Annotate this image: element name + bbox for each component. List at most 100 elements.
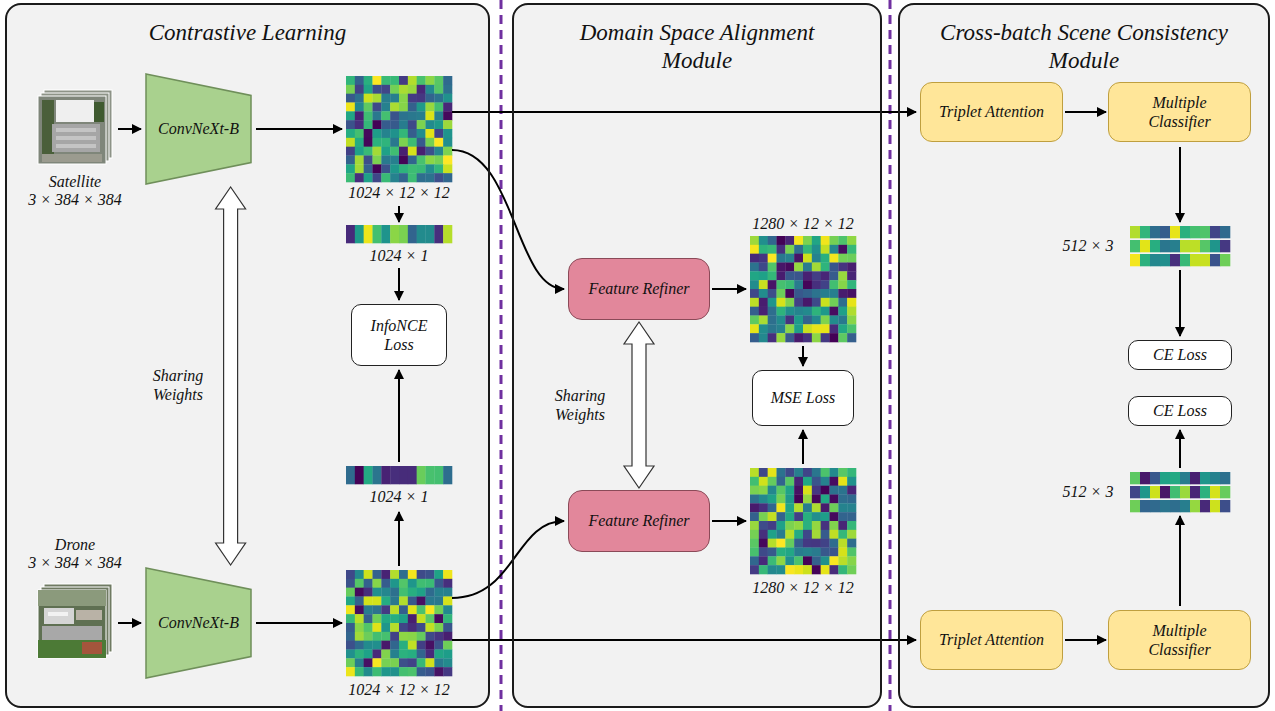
feature-cell [785,468,794,477]
feature-cell [346,111,355,120]
feature-cell [812,324,821,333]
feature-cell [373,597,382,606]
dimension-label: Satellite [49,172,101,191]
feature-cell [434,173,443,182]
feature-cell [838,495,847,504]
feature-cell [1180,226,1190,238]
feature-cell [355,85,364,94]
feature-cell [355,120,364,129]
feature-cell [355,94,364,103]
feature-cell [803,298,812,307]
feature-cell [838,565,847,574]
feature-cell [812,565,821,574]
feature-cell [785,280,794,289]
feature-cell [777,271,786,280]
feature-cell [1130,254,1140,266]
feature-cell [759,512,768,521]
feature-cell [785,565,794,574]
feature-cell [364,173,373,182]
feature-cell [750,565,759,574]
feature-cell [417,623,426,632]
feature-cell [838,236,847,245]
feature-cell [426,129,435,138]
feature-cell [426,588,435,597]
feature-cell [838,245,847,254]
module-box: Multiple Classifier [1108,610,1251,670]
feature-cell [443,103,452,112]
flow-arrow [1179,430,1181,468]
feature-cell [408,173,417,182]
feature-cell [434,570,443,579]
feature-cell [821,548,830,557]
feature-map [346,570,452,676]
feature-cell [381,225,390,243]
feature-cell [1180,240,1190,252]
feature-cell [785,316,794,325]
feature-cell [847,556,856,565]
feature-cell [768,468,777,477]
feature-cell [399,76,408,85]
feature-cell [777,316,786,325]
feature-cell [390,164,399,173]
feature-cell [390,641,399,650]
feature-cell [812,307,821,316]
feature-cell [346,632,355,641]
flow-arrow [802,346,804,366]
feature-cell [794,289,803,298]
feature-cell [417,570,426,579]
feature-cell [785,503,794,512]
feature-cell [821,521,830,530]
node-label: CE Loss [1153,345,1207,364]
feature-cell [830,271,839,280]
feature-cell [443,597,452,606]
feature-cell [390,614,399,623]
feature-cell [408,138,417,147]
feature-cell [759,486,768,495]
feature-cell [768,280,777,289]
feature-cell [399,658,408,667]
feature-cell [381,641,390,650]
feature-cell [408,76,417,85]
feature-cell [1200,486,1210,498]
feature-cell [417,650,426,659]
feature-cell [381,76,390,85]
feature-cell [759,245,768,254]
feature-cell [381,650,390,659]
feature-cell [838,324,847,333]
image-layer [41,93,109,161]
feature-cell [373,111,382,120]
feature-cell [381,156,390,165]
feature-cell [1130,226,1140,238]
feature-cell [373,667,382,676]
feature-cell [768,477,777,486]
feature-cell [443,466,452,484]
dimension-label: 1024 × 12 × 12 [348,183,450,202]
dashed-divider [500,0,503,711]
feature-cell [1130,472,1140,484]
feature-cell [355,667,364,676]
feature-cell [346,156,355,165]
feature-cell [794,263,803,272]
feature-map [750,468,856,574]
feature-cell [1210,472,1220,484]
feature-cell [1190,472,1200,484]
feature-cell [794,503,803,512]
feature-cell [355,466,364,484]
feature-cell [1180,500,1190,512]
feature-cell [1190,240,1200,252]
node-label: CE Loss [1153,401,1207,420]
feature-cell [434,667,443,676]
feature-cell [803,512,812,521]
feature-cell [399,103,408,112]
feature-cell [417,597,426,606]
feature-cell [426,76,435,85]
feature-cell [768,548,777,557]
feature-cell [408,579,417,588]
feature-cell [408,164,417,173]
flow-arrow [712,520,746,522]
feature-cell [768,245,777,254]
feature-cell [777,521,786,530]
feature-cell [390,111,399,120]
feature-cell [759,324,768,333]
feature-cell [373,120,382,129]
